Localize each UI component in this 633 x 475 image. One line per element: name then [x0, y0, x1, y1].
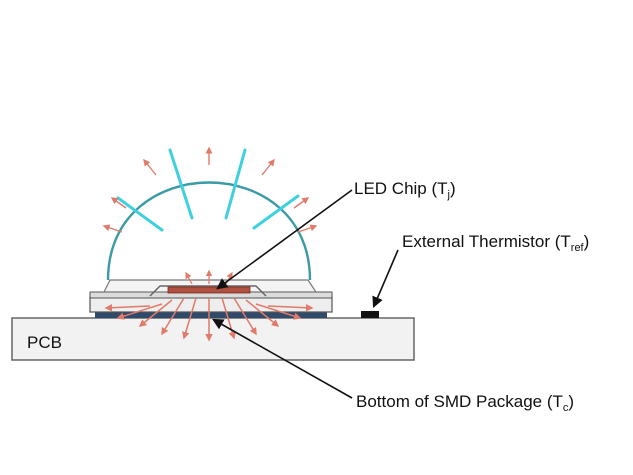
external-thermistor — [361, 311, 379, 318]
heat-arrows-down — [104, 297, 314, 342]
pcb-board — [11, 317, 415, 361]
leader-package-bottom — [212, 318, 353, 399]
heat-arrow — [293, 197, 310, 209]
led-chip-label: LED Chip (Tj) — [354, 180, 456, 201]
light-rays — [116, 148, 300, 232]
package-bottom-pad — [95, 312, 327, 318]
light-ray — [252, 194, 300, 230]
led-chip-label-main: LED Chip (T — [354, 179, 448, 198]
thermistor-label-end: ) — [583, 232, 590, 251]
package-bottom-label-sub: c — [562, 402, 569, 414]
dome-lens — [106, 181, 312, 281]
heat-arrow — [116, 303, 163, 320]
thermistor-label: External Thermistor (Tref) — [402, 233, 589, 254]
led-chip-label-end: ) — [449, 179, 456, 198]
package-bottom-label-main: Bottom of SMD Package (T — [356, 392, 563, 411]
reflector-cup — [149, 285, 267, 297]
heat-arrow — [138, 299, 173, 327]
heat-arrow — [261, 158, 275, 176]
thermistor-label-sub: ref — [570, 242, 584, 254]
heat-arrow — [185, 271, 193, 285]
heat-arrow — [245, 299, 280, 327]
light-ray — [224, 148, 247, 220]
heat-arrow — [255, 303, 302, 320]
heat-arrows-outer — [102, 146, 318, 233]
package-bottom-label: Bottom of SMD Package (Tc) — [356, 393, 574, 414]
heat-arrow — [102, 224, 123, 233]
thermistor-label-main: External Thermistor (T — [402, 232, 571, 251]
leader-led-chip — [216, 189, 353, 290]
heat-arrow — [297, 224, 318, 233]
heat-arrow — [267, 303, 314, 312]
light-ray — [168, 148, 194, 220]
heat-arrow — [104, 303, 151, 312]
pcb-label: PCB — [27, 333, 62, 352]
heat-arrow — [233, 297, 257, 336]
heat-arrow — [161, 297, 185, 336]
led-chip — [167, 286, 251, 294]
leader-thermistor — [372, 249, 399, 309]
heat-arrow — [143, 158, 157, 176]
led-chip-label-sub: j — [447, 189, 450, 201]
package-bottom-label-end: ) — [568, 392, 575, 411]
heat-arrow — [110, 197, 127, 209]
heat-arrow — [221, 297, 236, 340]
light-ray — [116, 196, 164, 232]
heat-arrow — [182, 297, 197, 340]
